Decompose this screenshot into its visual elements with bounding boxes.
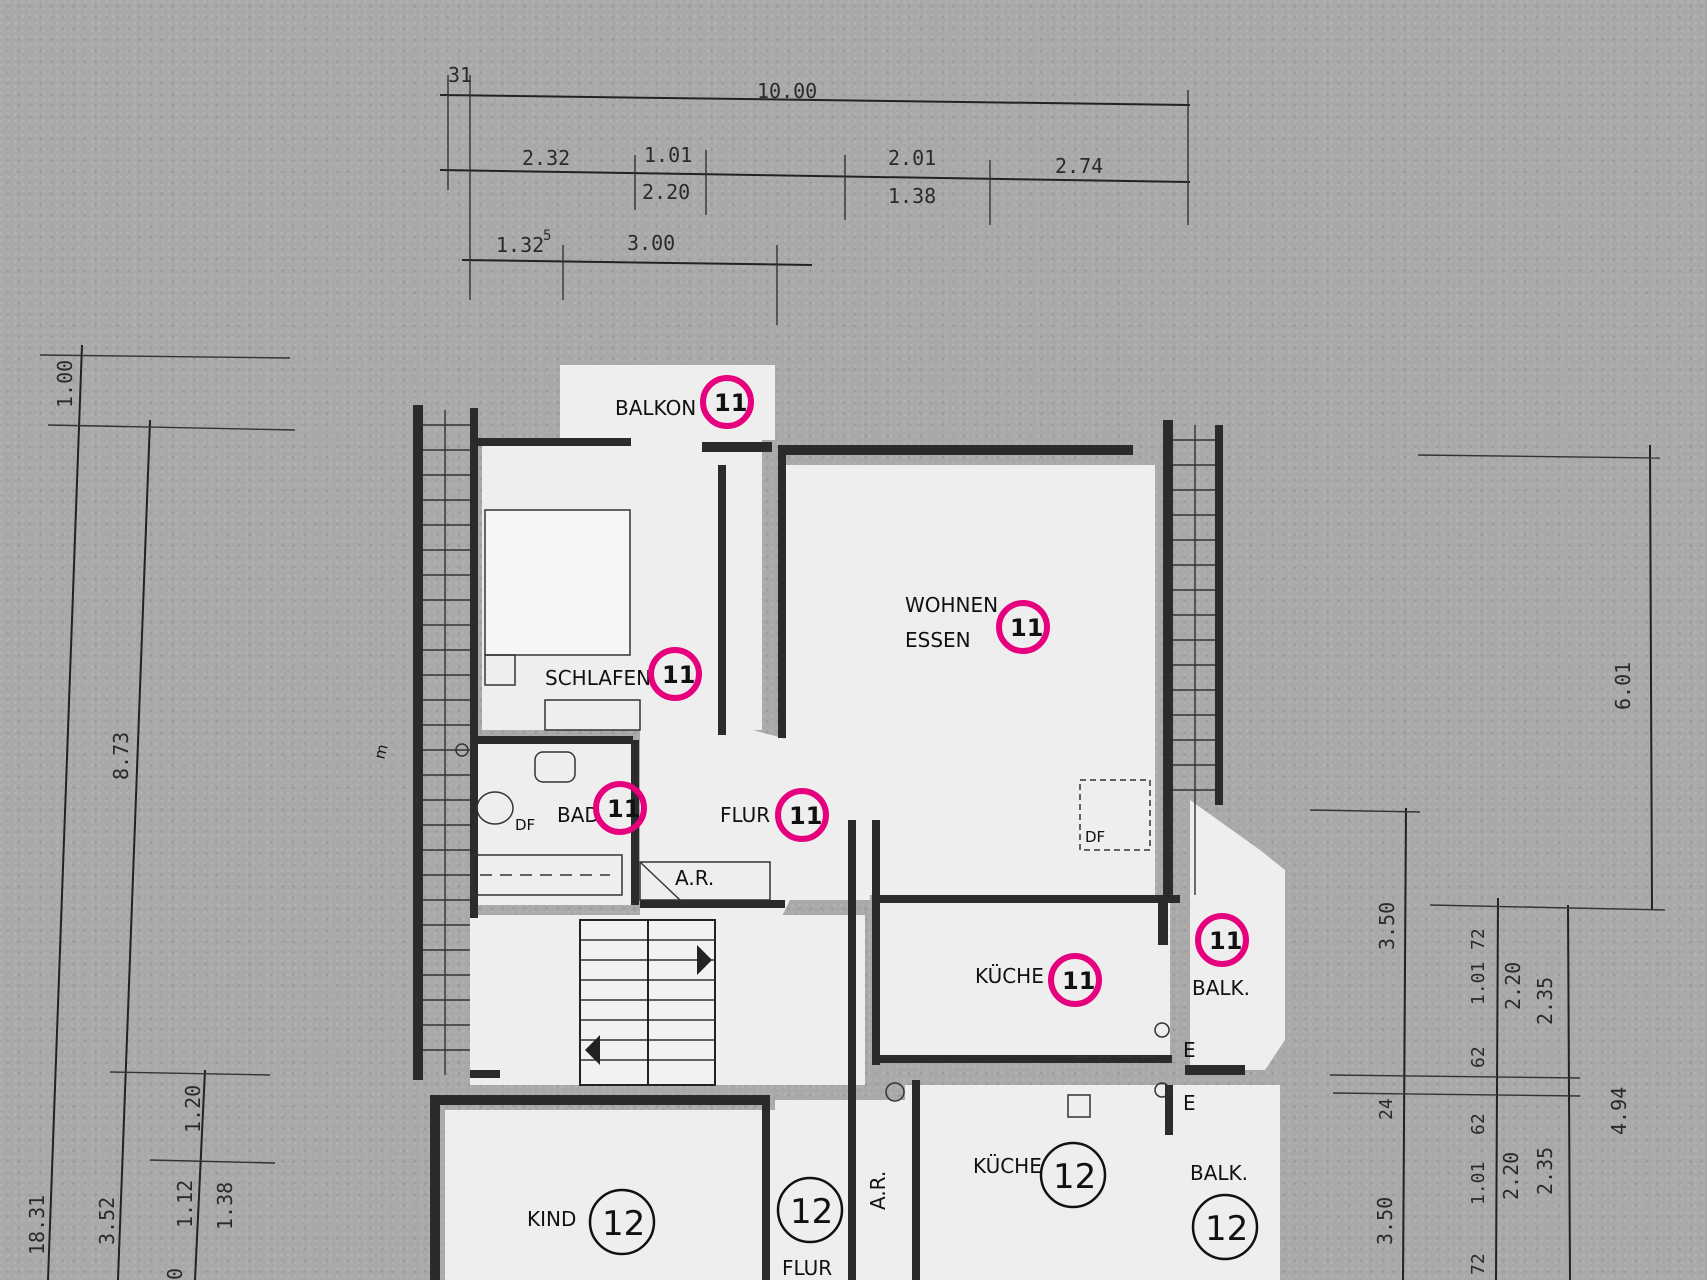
dim-62-lower: 62: [1468, 1113, 1489, 1135]
svg-text:11: 11: [607, 795, 640, 823]
room-label-essen: ESSEN: [905, 628, 971, 652]
dim-31: 31: [448, 63, 472, 87]
dim-62: 62: [1468, 1046, 1489, 1068]
apartment-11-markers: 11 11 11 11 11 11 11: [593, 375, 1249, 1007]
label-e-2: E: [1183, 1091, 1196, 1115]
svg-text:11: 11: [662, 661, 695, 689]
dim-8-73: 8.73: [109, 732, 133, 780]
dim-2-32: 2.32: [522, 146, 570, 170]
dim-2-20-lower: 2.20: [1499, 1152, 1523, 1200]
dim-3-52: 3.52: [95, 1197, 119, 1245]
label-df-bath: DF: [515, 816, 535, 834]
lower-label-ar: A.R.: [866, 1171, 890, 1210]
lower-label-kueche: KÜCHE: [973, 1154, 1042, 1178]
room-label-kueche: KÜCHE: [975, 964, 1044, 988]
dim-1-01: 1.01: [644, 143, 692, 167]
dim-0: 0: [163, 1268, 187, 1280]
svg-text:11: 11: [1209, 927, 1242, 955]
label-m: m: [370, 742, 391, 761]
storage-diagonal: [639, 861, 681, 901]
svg-text:11: 11: [1062, 967, 1095, 995]
df-box: [1079, 779, 1151, 851]
marker-12-kind: 12: [588, 1188, 656, 1256]
marker-11-bad: 11: [593, 781, 647, 835]
svg-text:12: 12: [1053, 1157, 1096, 1197]
room-label-bad: BAD: [557, 803, 600, 827]
marker-11-wohnen: 11: [996, 600, 1050, 654]
marker-12-balk: 12: [1191, 1193, 1259, 1261]
dim-3-50-lower: 3.50: [1373, 1197, 1397, 1245]
staircase: [579, 919, 716, 1086]
left-dimension-lines: [39, 344, 296, 1280]
apartment-12-markers: 12 12 12 12: [588, 1141, 1259, 1261]
marker-11-schlafen: 11: [648, 647, 702, 701]
svg-text:12: 12: [602, 1204, 645, 1244]
room-label-balk: BALK.: [1192, 976, 1250, 1000]
dim-2-74: 2.74: [1055, 154, 1103, 178]
marker-11-balk: 11: [1195, 913, 1249, 967]
top-dimension-lines: [439, 75, 1191, 325]
dim-2-35-right: 2.35: [1533, 977, 1557, 1025]
dim-2-20: 2.20: [642, 180, 690, 204]
dim-1-20: 1.20: [181, 1085, 205, 1133]
marker-12-kueche: 12: [1039, 1141, 1107, 1209]
dim-3-50: 3.50: [1375, 902, 1399, 950]
dim-1-01-lower: 1.01: [1468, 1162, 1489, 1205]
stove-icon: [1067, 1094, 1091, 1118]
marker-11-balkon: 11: [700, 375, 754, 429]
marker-12-flur: 12: [776, 1176, 844, 1244]
dim-10-00: 10.00: [757, 79, 817, 103]
svg-text:11: 11: [714, 389, 747, 417]
marker-11-flur: 11: [775, 788, 829, 842]
chimney-circle: [885, 1082, 905, 1102]
dim-6-01: 6.01: [1611, 662, 1635, 710]
e-outlet-2: [1154, 1082, 1170, 1098]
dim-72: 72: [1468, 928, 1489, 950]
dim-24: 24: [1376, 1098, 1397, 1120]
label-e-1: E: [1183, 1038, 1196, 1062]
dim-1-00: 1.00: [53, 360, 77, 408]
dim-2-01: 2.01: [888, 146, 936, 170]
dim-3-00: 3.00: [627, 231, 675, 255]
room-label-wohnen: WOHNEN: [905, 593, 998, 617]
svg-text:12: 12: [790, 1192, 833, 1232]
dim-1-38-left: 1.38: [213, 1182, 237, 1230]
room-label-balkon: BALKON: [615, 396, 696, 420]
walls: [413, 405, 1245, 1280]
e-outlet-1: [1154, 1022, 1170, 1038]
svg-text:11: 11: [1010, 614, 1043, 642]
dim-5: 5: [543, 228, 551, 244]
lower-label-flur: FLUR: [782, 1256, 832, 1280]
room-label-ar: A.R.: [675, 866, 714, 890]
dim-2-20-right: 2.20: [1501, 962, 1525, 1010]
label-df-living: DF: [1085, 828, 1105, 846]
bed: [484, 509, 641, 731]
dim-1-32: 1.32: [496, 233, 544, 257]
bathroom-fixtures: [455, 743, 623, 896]
right-dimension-lines: [1309, 444, 1666, 1280]
marker-11-kueche: 11: [1048, 953, 1102, 1007]
storage-room-box: [639, 861, 771, 901]
svg-text:12: 12: [1205, 1209, 1248, 1249]
dim-1-38: 1.38: [888, 184, 936, 208]
room-label-schlafen: SCHLAFEN: [545, 666, 651, 690]
room-label-flur: FLUR: [720, 803, 770, 827]
svg-text:11: 11: [789, 802, 822, 830]
dim-72-lower: 72: [1468, 1253, 1489, 1275]
dim-2-35-lower: 2.35: [1533, 1147, 1557, 1195]
lower-label-kind: KIND: [527, 1207, 576, 1231]
dim-4-94: 4.94: [1607, 1087, 1631, 1135]
dim-1-01-right: 1.01: [1468, 962, 1489, 1005]
lower-label-balk: BALK.: [1190, 1161, 1248, 1185]
dim-18-31: 18.31: [25, 1195, 49, 1255]
dim-1-12: 1.12: [173, 1180, 197, 1228]
